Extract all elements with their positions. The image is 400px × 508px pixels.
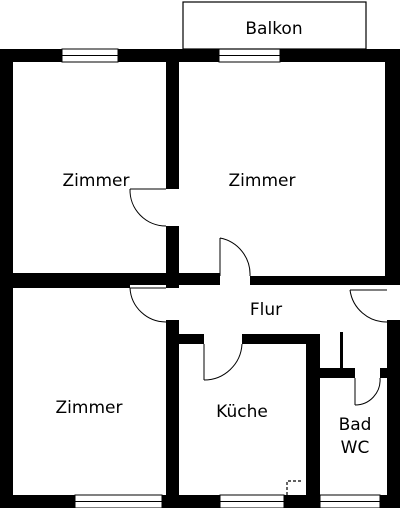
room-label-bottom-left: Zimmer xyxy=(56,398,123,418)
room-label-bath: Bad xyxy=(339,415,372,435)
balcony-label: Balkon xyxy=(245,19,302,39)
interior-walls xyxy=(0,49,400,508)
room-label-hallway: Flur xyxy=(250,300,282,320)
room-label-top-left: Zimmer xyxy=(63,171,130,191)
room-label-kitchen: Küche xyxy=(216,402,268,422)
windows xyxy=(61,48,381,508)
room-label-wc: WC xyxy=(341,438,370,458)
kitchen-fixture xyxy=(286,480,301,495)
room-label-top-right: Zimmer xyxy=(229,171,296,191)
doors xyxy=(129,188,388,406)
